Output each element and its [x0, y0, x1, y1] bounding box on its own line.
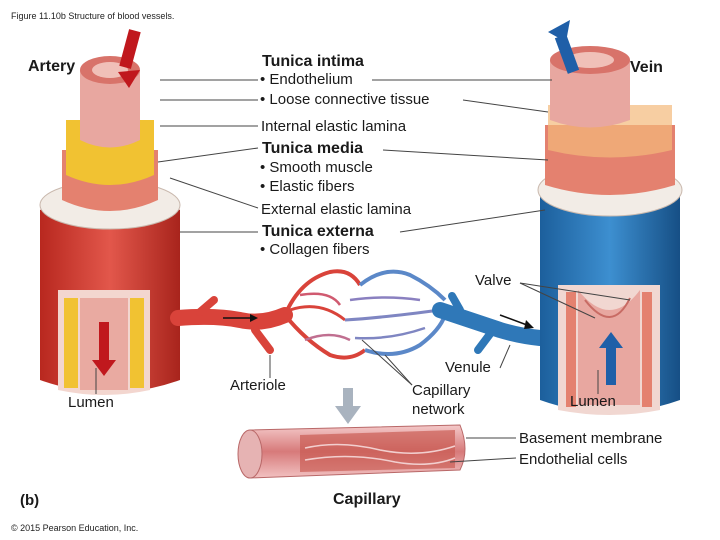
artery-tunica-intima — [80, 70, 140, 148]
vein-wall-section — [566, 292, 576, 407]
basement-membrane-label: Basement membrane — [519, 430, 663, 447]
artery-inner-opening — [92, 62, 128, 78]
panel-label: (b) — [20, 492, 40, 509]
vein-flow-arrow-head — [548, 20, 570, 42]
artery-label: Artery — [28, 58, 76, 75]
collagen-fibers-label: • Collagen fibers — [260, 241, 370, 258]
lumen-label-artery: Lumen — [68, 394, 114, 411]
venule-flow-arrow-head — [524, 320, 534, 329]
capillary-network-label-line1: Capillary — [412, 382, 471, 399]
leader-lines — [95, 79, 631, 463]
vein-illustration — [537, 20, 683, 415]
zoom-arrow — [343, 388, 353, 408]
zoom-arrow-head — [335, 406, 361, 424]
capillary-network-label-line2: network — [412, 401, 465, 418]
venule-label: Venule — [445, 359, 491, 376]
artery-wall-section — [64, 298, 78, 388]
vein-tunica-intima — [550, 60, 630, 128]
arteriole-flow-arrow-head — [250, 314, 258, 322]
artery-illustration — [39, 29, 181, 395]
venule-branch — [448, 292, 464, 314]
artery-flow-arrow — [119, 29, 141, 69]
endothelial-cell-border — [304, 455, 456, 465]
artery-wall-section — [130, 298, 144, 388]
venule — [432, 302, 548, 346]
figure-caption: Figure 11.10b Structure of blood vessels… — [11, 11, 175, 21]
copyright-notice: © 2015 Pearson Education, Inc. — [11, 523, 139, 533]
vein-wall-section — [642, 292, 652, 407]
capillary-mixed — [354, 326, 426, 340]
endothelium-label: • Endothelium — [260, 71, 353, 88]
venule-branch — [474, 330, 494, 354]
endothelial-cell-border — [304, 443, 456, 454]
capillary-blue — [364, 314, 447, 356]
capillary-mixed — [304, 333, 351, 342]
valve-label: Valve — [475, 272, 512, 289]
vein-label: Vein — [630, 59, 663, 76]
vein-flow-arrow — [554, 34, 580, 74]
capillary-mixed — [299, 292, 342, 306]
capillary-red — [289, 305, 346, 322]
arteriole-label: Arteriole — [230, 377, 286, 394]
vein-valve-flap — [584, 297, 631, 318]
arteriole — [170, 307, 293, 330]
capillary-red — [283, 313, 367, 360]
internal-elastic-lamina-label: Internal elastic lamina — [261, 118, 407, 135]
capillary-detail-illustration — [237, 424, 466, 479]
capillary-blue — [358, 269, 447, 302]
venule-flow-arrow — [499, 314, 528, 326]
microcirculation-illustration — [170, 269, 548, 424]
loose-connective-tissue-label: • Loose connective tissue — [260, 91, 430, 108]
capillary-end — [237, 429, 263, 479]
lumen-flow-arrow — [99, 322, 109, 362]
elastic-fibers-label: • Elastic fibers — [260, 178, 355, 195]
tunica-externa-label: Tunica externa — [262, 223, 374, 240]
lumen-flow-arrow-head — [92, 360, 116, 376]
capillary-red — [283, 269, 362, 316]
tunica-intima-label: Tunica intima — [262, 53, 364, 70]
arteriole-branch — [251, 326, 274, 354]
lumen-flow-arrow-up-head — [599, 332, 623, 348]
capillary-blue — [344, 308, 441, 322]
capillary-cutaway — [300, 430, 455, 472]
endothelial-cells-label: Endothelial cells — [519, 451, 628, 468]
capillary-label: Capillary — [333, 491, 401, 508]
lumen-label-vein: Lumen — [570, 393, 616, 410]
vein-inner-opening — [566, 52, 614, 68]
tunica-media-label: Tunica media — [262, 140, 364, 157]
artery-flow-arrow-head — [118, 70, 140, 88]
lumen-flow-arrow-up — [606, 345, 616, 385]
external-elastic-lamina-label: External elastic lamina — [261, 201, 412, 218]
capillary-mixed — [349, 296, 421, 302]
arteriole-branch — [196, 296, 218, 316]
smooth-muscle-label: • Smooth muscle — [260, 159, 373, 176]
